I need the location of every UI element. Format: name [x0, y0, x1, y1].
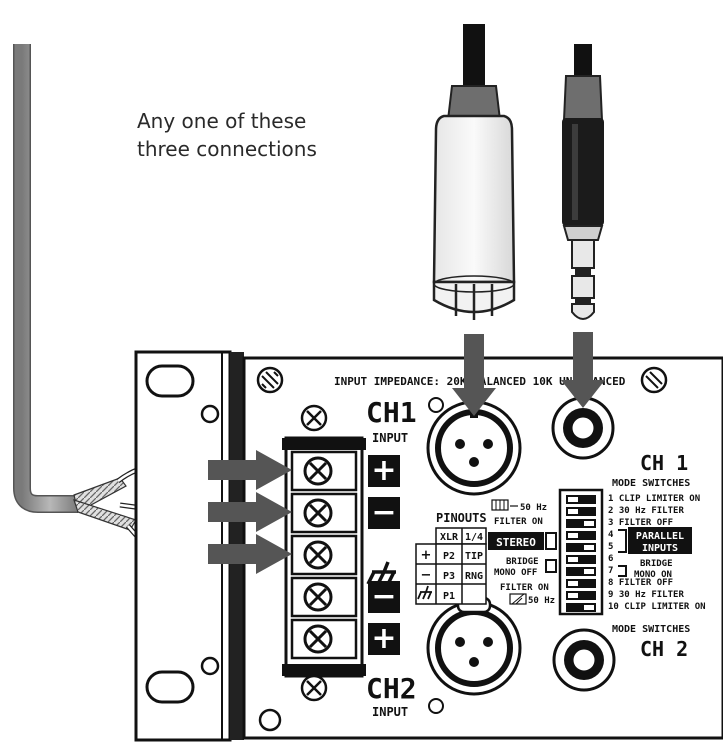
ch1-title: CH 1 [640, 451, 688, 475]
pinouts-table: XLR 1/4 + P2 TIP − P3 RNG P1 [415, 527, 487, 605]
mode-switches-bottom: MODE SWITCHES [612, 624, 690, 635]
bridge-mono-on-label: BRIDGE MONO ON [618, 559, 673, 580]
svg-text:TIP: TIP [465, 551, 483, 562]
caption-line-2: three connections [137, 137, 317, 161]
svg-text:FILTER ON: FILTER ON [500, 583, 549, 593]
svg-text:50 Hz: 50 Hz [520, 503, 547, 513]
ch2-input-label: CH2 [366, 672, 417, 705]
xlr-jack-ch1 [426, 397, 522, 496]
terminal-minus-badge-ch1: − [368, 495, 400, 530]
svg-text:2 30 Hz FILTER: 2 30 Hz FILTER [608, 506, 684, 516]
panel-screw-top-left [256, 366, 284, 394]
quarter-inch-jack-ch2 [552, 628, 616, 692]
svg-text:+: + [421, 548, 432, 563]
connection-arrows [208, 332, 605, 574]
svg-text:8 FILTER OFF: 8 FILTER OFF [608, 578, 673, 588]
svg-text:INPUTS: INPUTS [642, 543, 678, 554]
ch2-input-sublabel: INPUT [372, 705, 408, 719]
svg-text:9 30 Hz FILTER: 9 30 Hz FILTER [608, 590, 684, 600]
svg-text:50 Hz: 50 Hz [528, 596, 555, 606]
ch2-title: CH 2 [640, 637, 688, 661]
svg-text:−: − [421, 568, 432, 583]
svg-text:PARALLEL: PARALLEL [636, 531, 684, 542]
xlr-jack-ch2 [426, 596, 522, 714]
panel-screw-top-right [640, 366, 668, 394]
switch-legend: 1 CLIP LIMITER ON 2 30 Hz FILTER 3 FILTE… [608, 494, 706, 612]
xlr-plug [432, 24, 516, 320]
svg-text:−: − [371, 579, 396, 614]
svg-text:6: 6 [608, 554, 613, 564]
svg-text:4: 4 [608, 530, 614, 540]
svg-text:3 FILTER OFF: 3 FILTER OFF [608, 518, 673, 528]
caption-line-1: Any one of these [137, 109, 306, 133]
quarter-inch-jack-ch1 [551, 396, 615, 460]
mode-switches-top: MODE SWITCHES [612, 478, 690, 489]
svg-text:5: 5 [608, 542, 613, 552]
arrow-to-xlr-jack [452, 334, 496, 416]
arrow-to-minus-terminal [208, 492, 292, 532]
terminal-minus-badge-ch2: − [368, 579, 400, 614]
stereo-label: STEREO [488, 532, 557, 550]
filter-on-top-label: 50 Hz FILTER ON [491, 499, 547, 527]
svg-text:P1: P1 [443, 591, 455, 602]
svg-text:10 CLIP LIMITER ON: 10 CLIP LIMITER ON [608, 602, 706, 612]
mode-dip-switch-block [558, 488, 604, 616]
terminal-plus-badge-ch2: + [368, 621, 400, 656]
svg-text:1/4: 1/4 [465, 532, 483, 543]
ch1-input-sublabel: INPUT [372, 431, 408, 445]
panel-screw-bottom-left [258, 708, 282, 732]
ch1-input-label: CH1 [366, 396, 417, 429]
terminal-strip [282, 404, 366, 702]
bridge-off-bracket [545, 559, 557, 573]
svg-text:MONO ON: MONO ON [634, 570, 672, 580]
svg-text:FILTER ON: FILTER ON [494, 517, 543, 527]
parallel-inputs-label: PARALLEL INPUTS [618, 527, 692, 554]
arrow-to-plus-terminal [208, 450, 292, 490]
pinouts-title: PINOUTS [436, 511, 487, 525]
svg-text:−: − [371, 495, 396, 530]
svg-text:XLR: XLR [440, 532, 459, 543]
svg-text:BRIDGE: BRIDGE [640, 559, 673, 569]
arrow-to-quarter-inch-jack [561, 332, 605, 408]
svg-text:RNG: RNG [465, 571, 483, 582]
svg-text:7: 7 [608, 566, 613, 576]
terminal-screws [290, 450, 358, 660]
bridge-mono-off-label-2: MONO OFF [494, 568, 537, 578]
terminal-plus-badge-ch1: + [368, 453, 400, 488]
filter-on-bottom-label: FILTER ON 50 Hz [500, 583, 555, 606]
bare-wire-cable [13, 44, 152, 552]
svg-text:P3: P3 [443, 571, 455, 582]
svg-text:+: + [371, 621, 396, 656]
svg-text:1 CLIP LIMITER ON: 1 CLIP LIMITER ON [608, 494, 700, 504]
svg-text:P2: P2 [443, 551, 455, 562]
arrow-to-ground-terminal [208, 534, 292, 574]
svg-text:+: + [371, 453, 396, 488]
bridge-mono-off-label-1: BRIDGE [506, 557, 539, 567]
ground-symbol-terminal [366, 561, 396, 585]
trs-plug [562, 44, 604, 320]
svg-text:STEREO: STEREO [496, 536, 536, 549]
